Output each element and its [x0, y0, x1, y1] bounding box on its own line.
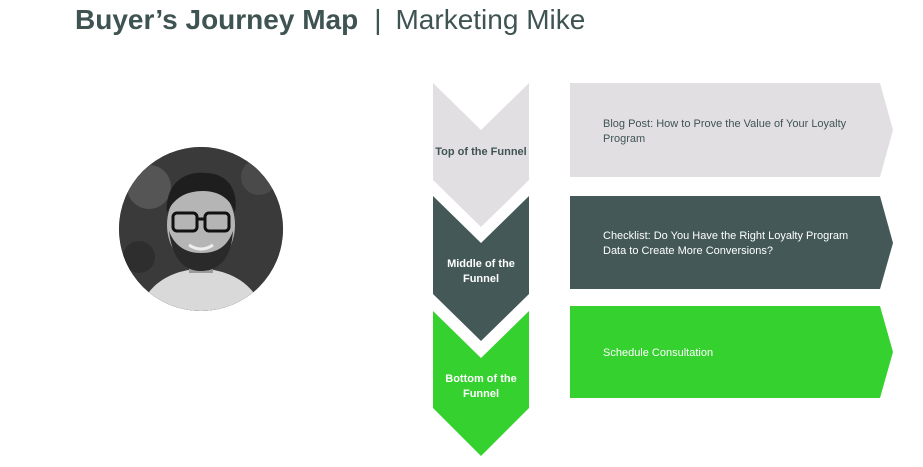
stage-label-middle: Middle of the Funnel — [447, 258, 515, 285]
map-title: Buyer’s Journey Map — [75, 4, 359, 35]
chevron-bottom-of-funnel — [433, 311, 529, 456]
person-photo-icon — [119, 147, 283, 311]
content-text-middle: Checklist: Do You Have the Right Loyalty… — [603, 230, 849, 257]
stage-label-bottom: Bottom of the Funnel — [445, 373, 517, 400]
stage-label-top: Top of the Funnel — [435, 146, 527, 158]
page-title: Buyer’s Journey Map | Marketing Mike — [75, 2, 585, 38]
content-box-top — [570, 83, 893, 177]
content-box-middle — [570, 196, 893, 289]
chevron-top-of-funnel — [433, 83, 529, 227]
content-text-top: Blog Post: How to Prove the Value of You… — [603, 118, 847, 145]
persona-name: Marketing Mike — [395, 4, 586, 35]
content-text-bottom: Schedule Consultation — [603, 347, 714, 359]
content-box-bottom — [570, 306, 893, 398]
title-separator: | — [374, 4, 382, 35]
persona-avatar — [119, 147, 283, 311]
chevron-middle-of-funnel — [433, 196, 529, 341]
